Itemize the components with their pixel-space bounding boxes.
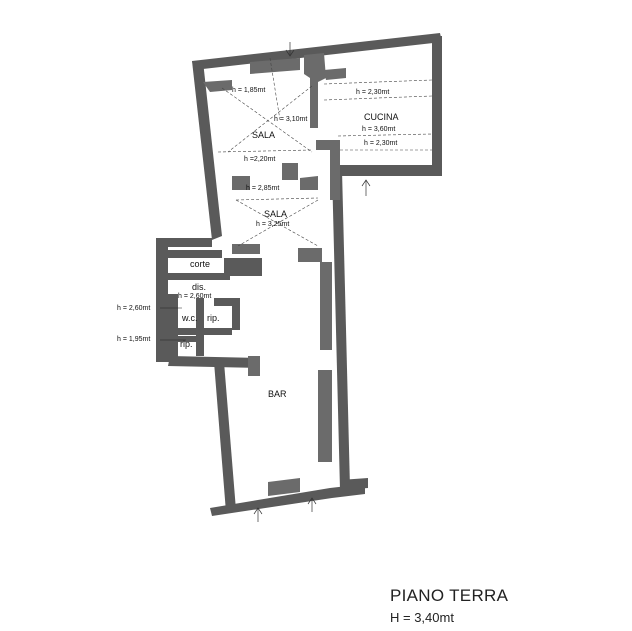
height-label: h = 3,60mt <box>362 126 395 133</box>
height-label: h = 2,60mt <box>178 293 211 300</box>
room-label-cucina: CUCINA <box>364 112 399 122</box>
height-label: h = 1,95mt <box>117 336 150 343</box>
height-label: h =2,20mt <box>244 156 275 163</box>
floor-title: PIANO TERRA <box>390 586 509 605</box>
room-label-rip-small: rip. <box>207 313 220 323</box>
ceiling-lines <box>217 57 433 247</box>
room-label-wc: w.c. <box>181 313 198 323</box>
height-label: h = 1,85mt <box>232 87 265 94</box>
height-label: h = 2,30mt <box>356 89 389 96</box>
room-label-corte: corte <box>190 259 210 269</box>
room-label-sala-top: SALA <box>252 130 275 140</box>
room-label-sala-bottom: SALA <box>264 209 287 219</box>
height-label: h = 2,85mt <box>246 185 279 192</box>
annotations <box>160 42 371 522</box>
height-label: h = 2,30mt <box>364 140 397 147</box>
room-label-bar: BAR <box>268 389 287 399</box>
height-label: h = 3,25mt <box>256 221 289 228</box>
exterior-walls <box>156 33 442 516</box>
room-label-rip-lower: rip. <box>180 339 193 349</box>
room-label-dis: dis. <box>192 282 206 292</box>
interior-walls <box>203 53 346 496</box>
height-labels: h = 1,85mt h = 3,10mt h = 2,30mt h = 3,6… <box>117 87 397 343</box>
floor-height: H = 3,40mt <box>390 610 454 625</box>
room-labels: SALA SALA CUCINA corte dis. w.c. rip. ri… <box>180 112 399 399</box>
height-label: h = 2,60mt <box>117 305 150 312</box>
height-label: h = 3,10mt <box>274 116 307 123</box>
